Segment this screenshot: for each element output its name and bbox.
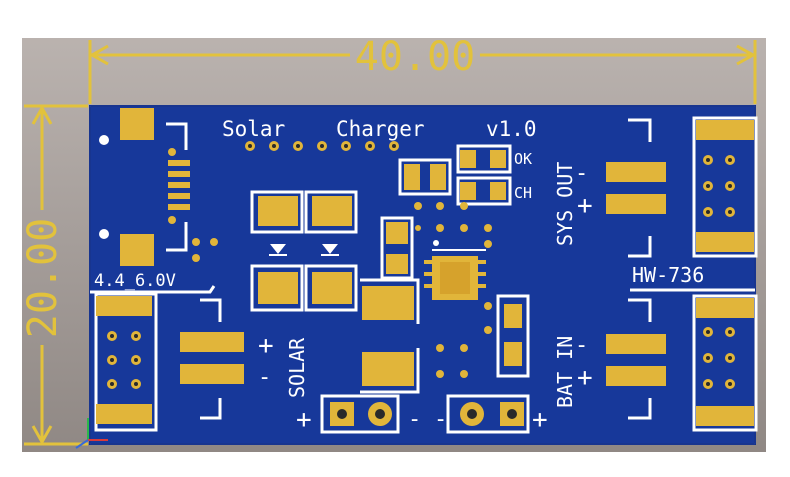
usb-connector [99,108,190,266]
led-ok-label: OK [514,150,532,168]
usb-hole-top [99,135,109,145]
width-arrow-right [736,44,757,66]
board-edge [89,105,756,445]
screw-terminal-right: - + [434,394,548,435]
sys-out-terminal: SYS OUT - + [553,161,666,246]
bat-in-label: BAT IN [553,336,577,408]
width-dimension: 40.00 [88,34,757,104]
led-ch-label: CH [514,184,532,202]
right-upper-connector [628,116,758,258]
axis-indicator [75,418,108,449]
bat-in-terminal: BAT IN - + [553,333,666,408]
large-capacitor [360,278,420,394]
height-arrow-top [31,104,53,125]
usb-hole-bottom [99,229,109,239]
width-arrow-left [88,44,109,66]
solar-label: SOLAR [285,337,309,398]
model-label: HW-736 [632,263,704,287]
usb-shield-pad-bottom [120,234,154,266]
board-title-word2: Charger [336,117,425,141]
capacitor-small [380,216,414,280]
height-arrow-bottom [31,425,53,446]
terminal-left-plus: + [296,405,312,435]
solar-input: + - SOLAR [180,331,309,398]
vias-lower [436,302,492,378]
status-leds: OK CH [398,144,532,206]
board-version: v1.0 [486,117,537,141]
input-range-label: 4.4_6.0V [94,271,176,291]
diodes [250,190,358,312]
resistor [496,294,530,378]
solar-minus: - [258,365,271,390]
usb-shield-pad-top [120,108,154,140]
terminal-right-plus: + [532,405,548,435]
charger-ic [424,249,486,300]
height-dimension: 20.00 [20,104,88,446]
screw-terminal-left: + - [296,394,421,435]
input-range-underline [90,285,216,294]
width-label: 40.00 [355,34,475,80]
bat-in-plus: + [577,363,593,393]
vias-upper [414,202,492,248]
terminal-right-minus: - [434,407,447,432]
board-title-word1: Solar [222,117,285,141]
sys-out-minus: - [575,161,588,186]
terminal-left-minus: - [408,407,421,432]
left-lower-connector [94,292,222,432]
sys-out-plus: + [577,191,593,221]
bat-in-minus: - [575,333,588,358]
right-lower-connector [628,294,758,432]
height-label: 20.00 [20,218,66,338]
header-pins-top [245,141,399,151]
sys-out-label: SYS OUT [553,162,577,246]
solar-plus: + [258,331,274,361]
